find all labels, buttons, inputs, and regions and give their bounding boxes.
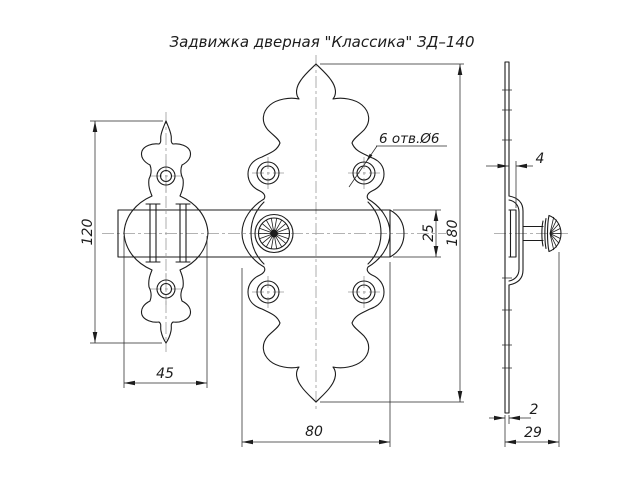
dim-29-label: 29 <box>524 425 542 441</box>
dimensions: 120 45 80 180 25 6 отв.Ø6 <box>80 63 560 447</box>
main-plate-outline <box>241 63 391 403</box>
holes-note: 6 отв.Ø6 <box>348 131 447 188</box>
mounting-hole-main-bottom-left <box>256 280 280 304</box>
dim-29: 29 <box>505 252 560 447</box>
knob-hub <box>270 229 278 238</box>
small-plate-outline <box>123 120 209 344</box>
side-bar-section <box>508 209 517 258</box>
knob-outer-ring <box>254 213 294 254</box>
knob-dome-fan <box>549 216 561 251</box>
mounting-hole-small-bottom <box>156 279 176 299</box>
dim-45: 45 <box>123 236 208 388</box>
dim-180-label: 180 <box>445 220 461 247</box>
guide-strap-left <box>250 201 265 265</box>
mounting-hole-main-top-left <box>256 161 280 185</box>
dim-25-label: 25 <box>421 224 437 242</box>
dim-45-label: 45 <box>156 366 174 382</box>
knob-stem <box>522 225 544 242</box>
side-view <box>502 61 562 414</box>
dim-4-label: 4 <box>536 151 545 167</box>
dim-80-label: 80 <box>305 424 323 440</box>
mounting-hole-main-bottom-right <box>352 280 376 304</box>
dim-180: 180 <box>320 63 464 403</box>
holes-note-label: 6 отв.Ø6 <box>379 131 439 147</box>
dim-25: 25 <box>393 209 441 258</box>
side-bar-guide <box>508 195 524 286</box>
main-plate <box>241 63 391 403</box>
knob-spokes <box>258 218 290 249</box>
small-plate <box>123 120 209 344</box>
dim-2-label: 2 <box>530 402 539 418</box>
guide-strap-right <box>367 201 382 265</box>
mounting-hole-small-top <box>156 166 176 186</box>
mounting-hole-main-top-right <box>352 161 376 185</box>
note-leader-arrow <box>366 153 373 162</box>
bar-staples <box>145 203 191 263</box>
bolt-bar <box>117 209 405 258</box>
centerlines <box>102 55 568 411</box>
front-view <box>117 63 405 403</box>
knob-side <box>522 214 562 253</box>
knob-flange <box>541 214 550 253</box>
bolt-bar-rounded-tip <box>389 209 405 258</box>
side-plate <box>502 61 512 414</box>
hole-crosshairs <box>150 157 380 308</box>
dim-80: 80 <box>241 262 391 447</box>
dim-4: 4 <box>486 151 544 208</box>
knob-front <box>254 213 294 254</box>
drawing-title: Задвижка дверная "Классика" ЗД–140 <box>169 33 474 51</box>
plate-edge-ticks <box>502 89 512 369</box>
dim-120: 120 <box>80 120 163 344</box>
dim-120-label: 120 <box>80 219 96 246</box>
guide-bracket-inner <box>508 199 520 282</box>
note-leader-line <box>348 145 378 188</box>
